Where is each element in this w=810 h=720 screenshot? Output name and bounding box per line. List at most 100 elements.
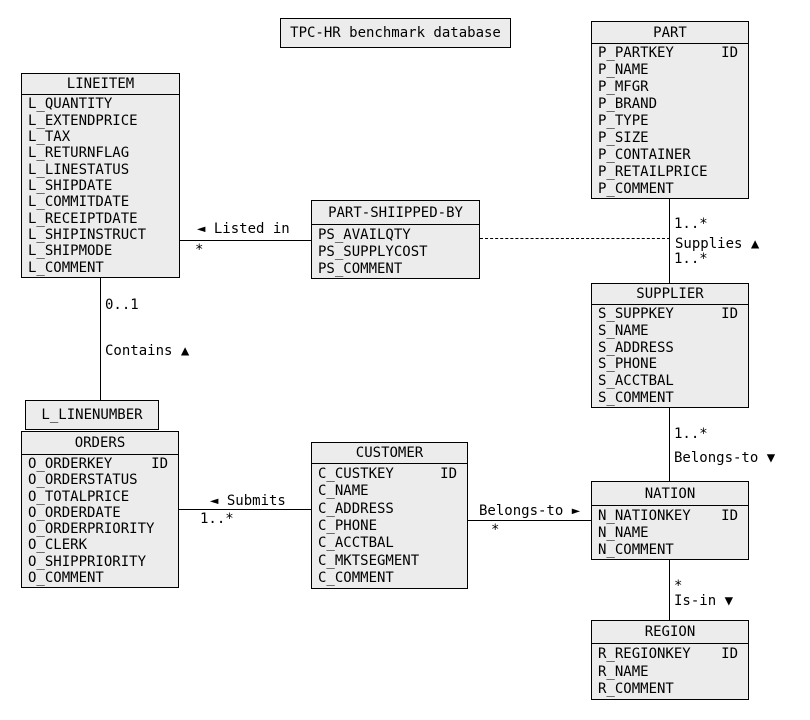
attribute-row: P_CONTAINER — [592, 146, 748, 163]
relationship-line-lineitem-linenumber — [100, 278, 101, 400]
attribute-name: C_MKTSEGMENT — [318, 552, 420, 569]
attribute-row: S_ADDRESS — [592, 339, 748, 356]
attribute-row: PS_SUPPLYCOST — [312, 243, 479, 260]
attribute-name: R_COMMENT — [598, 681, 674, 698]
attribute-name: P_RETAILPRICE — [598, 163, 708, 180]
attribute-row: O_ORDERDATE — [22, 505, 178, 521]
attribute-name: S_COMMENT — [598, 389, 674, 406]
attribute-id-tag: ID — [721, 45, 738, 62]
attribute-row: L_SHIPMODE — [22, 243, 179, 259]
attribute-id-tag: ID — [721, 507, 738, 524]
attribute-row: S_NAME — [592, 323, 748, 340]
relationship-mult-supplies-supplier: 1..* — [674, 251, 708, 267]
attribute-name: R_REGIONKEY — [598, 645, 691, 662]
attribute-row: O_CLERK — [22, 537, 178, 553]
attribute-name: L_TAX — [28, 128, 71, 145]
attribute-name: C_NAME — [318, 483, 369, 500]
relationship-mult-supplier-belongs-to: 1..* — [674, 426, 708, 442]
attribute-name: L_COMMITDATE — [28, 194, 130, 211]
relationship-label-supplies: Supplies ▲ — [675, 236, 760, 252]
entity-orders-title: ORDERS — [22, 432, 178, 455]
attribute-name: S_PHONE — [598, 356, 658, 373]
attribute-name: N_COMMENT — [598, 541, 674, 558]
attribute-id-tag: ID — [440, 465, 457, 482]
attribute-row: P_TYPE — [592, 113, 748, 130]
attribute-name: P_BRAND — [598, 96, 658, 113]
attribute-row: L_EXTENDPRICE — [22, 112, 179, 129]
attribute-row: P_SIZE — [592, 129, 748, 146]
attribute-row: P_BRAND — [592, 96, 748, 113]
attribute-name: C_PHONE — [318, 517, 378, 534]
attribute-row: L_COMMENT — [22, 260, 179, 276]
attribute-row: S_ACCTBAL — [592, 373, 748, 390]
attribute-row: P_RETAILPRICE — [592, 163, 748, 180]
attribute-name: O_ORDERSTATUS — [28, 472, 138, 489]
attribute-row: L_SHIPINSTRUCT — [22, 227, 179, 243]
attribute-name: O_TOTALPRICE — [28, 488, 130, 505]
attribute-row: L_SHIPDATE — [22, 178, 179, 194]
attribute-row: P_MFGR — [592, 79, 748, 96]
attribute-name: S_SUPPKEY — [598, 306, 674, 323]
relationship-mult-submits: 1..* — [200, 511, 234, 527]
attribute-row: L_QUANTITY — [22, 96, 179, 112]
attribute-name: PS_SUPPLYCOST — [318, 243, 428, 260]
attribute-row: O_ORDERPRIORITY — [22, 521, 178, 537]
attribute-name: O_ORDERKEY — [28, 456, 113, 473]
attribute-id-tag: ID — [721, 306, 738, 323]
attribute-row: L_LINESTATUS — [22, 161, 179, 178]
attribute-name: P_PARTKEY — [598, 45, 674, 62]
attribute-id-tag: ID — [721, 645, 738, 662]
diagram-title-box: TPC-HR benchmark database — [280, 18, 511, 48]
attribute-name: L_RETURNFLAG — [28, 145, 130, 162]
relationship-label-contains: Contains ▲ — [105, 343, 190, 359]
relationship-line-nation-region — [669, 560, 670, 620]
attribute-name: O_ORDERDATE — [28, 504, 121, 521]
relationship-line-orders-customer — [179, 509, 311, 510]
attribute-row: C_COMMENT — [312, 570, 467, 587]
attribute-row: R_REGIONKEY ID — [592, 645, 748, 663]
attribute-name: PS_AVAILQTY — [318, 226, 411, 243]
entity-nation-title: NATION — [592, 482, 748, 506]
attribute-name: O_ORDERPRIORITY — [28, 521, 155, 538]
attribute-name: P_MFGR — [598, 79, 649, 96]
entity-supplier-title: SUPPLIER — [592, 284, 748, 305]
attribute-row: P_COMMENT — [592, 180, 748, 197]
attribute-name: PS_COMMENT — [318, 260, 403, 277]
relationship-mult-customer-belongs-to: * — [491, 522, 500, 538]
entity-part-title: PART — [592, 22, 748, 44]
attribute-name: P_COMMENT — [598, 180, 674, 197]
attribute-row: S_SUPPKEY ID — [592, 306, 748, 323]
attribute-name: P_CONTAINER — [598, 146, 691, 163]
attribute-row: R_NAME — [592, 663, 748, 681]
attribute-row: PS_AVAILQTY — [312, 226, 479, 243]
relationship-line-supplier-nation — [669, 408, 670, 481]
attribute-row: O_COMMENT — [22, 570, 178, 586]
attribute-name: S_ACCTBAL — [598, 373, 674, 390]
attribute-name: L_LINESTATUS — [28, 161, 130, 178]
attribute-name: L_COMMENT — [28, 259, 104, 276]
attribute-row: C_ADDRESS — [312, 500, 467, 517]
entity-l-linenumber: L_LINENUMBER — [25, 400, 159, 430]
relationship-line-customer-nation — [468, 520, 591, 521]
attribute-name: O_SHIPPRIORITY — [28, 553, 147, 570]
attribute-name: R_NAME — [598, 663, 649, 680]
attribute-row: C_PHONE — [312, 517, 467, 534]
entity-l-linenumber-title: L_LINENUMBER — [41, 407, 143, 423]
attribute-row: P_NAME — [592, 62, 748, 79]
entity-customer-title: CUSTOMER — [312, 443, 467, 464]
relationship-mult-contains: 0..1 — [105, 297, 139, 313]
